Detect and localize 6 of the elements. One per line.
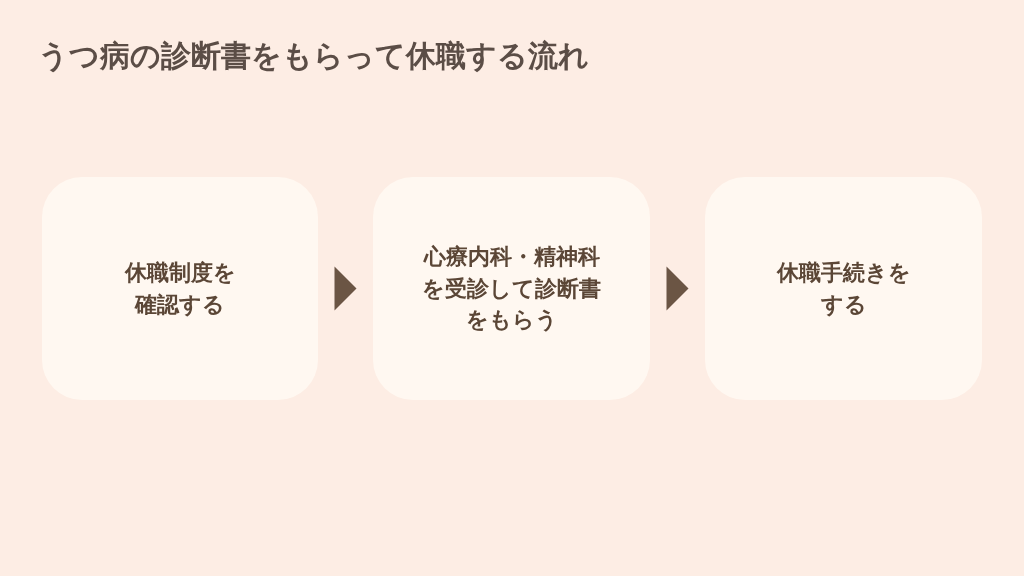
step-text: 休職手続きをする [775, 258, 912, 319]
arrow [334, 266, 357, 311]
step-text: 休職制度を確認する [123, 258, 237, 319]
arrow [666, 266, 689, 311]
step-text: 心療内科・精神科を受診して診断書をもらう [421, 242, 602, 335]
title: うつ病の診断書をもらって休職する流れ [38, 37, 589, 75]
